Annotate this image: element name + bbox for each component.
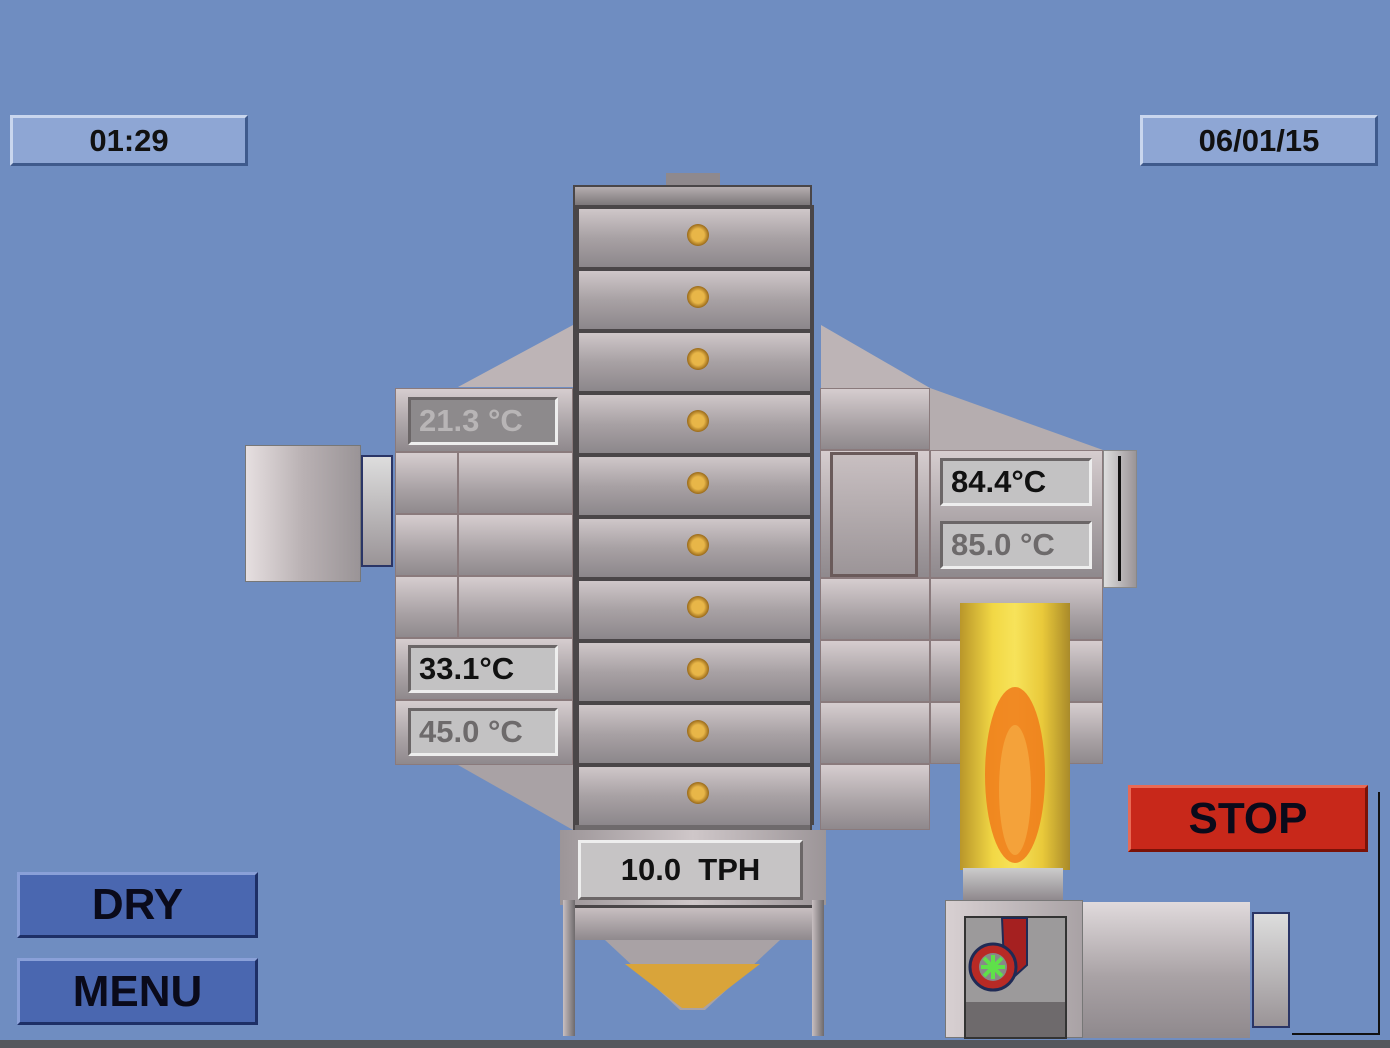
flame-icon — [985, 687, 1045, 863]
column-top-cap — [666, 173, 720, 185]
left-top-temperature: 21.3 °C — [408, 397, 558, 445]
left-leg — [563, 900, 575, 1036]
blower-fan-icon — [968, 917, 1028, 992]
left-actual-temperature: 33.1°C — [408, 645, 558, 693]
time-display: 01:29 — [10, 115, 248, 166]
right-plenum — [820, 388, 1103, 830]
right-plenum-hoods — [821, 325, 1103, 450]
grain-sensor-icon — [687, 596, 709, 618]
grain-sensor-icon — [687, 782, 709, 804]
right-collar — [1103, 450, 1137, 588]
motor-collar — [1252, 912, 1290, 1028]
corner-line-vertical — [1378, 792, 1380, 1035]
grain-sensor-icon — [687, 720, 709, 742]
right-leg — [812, 900, 824, 1036]
grain-sensor-icon — [687, 472, 709, 494]
dryer-column — [573, 185, 814, 835]
corner-line — [1292, 1033, 1380, 1035]
hopper-frame — [575, 905, 812, 940]
left-fan — [245, 445, 361, 582]
menu-button[interactable]: MENU — [17, 958, 258, 1025]
burner-motor — [1083, 902, 1250, 1038]
grain-sensor-icon — [687, 224, 709, 246]
grain-sensor-icon — [687, 410, 709, 432]
grain-sensor-icon — [687, 658, 709, 680]
bottom-border — [0, 1040, 1390, 1048]
date-display: 06/01/15 — [1140, 115, 1378, 166]
grain-sensor-icon — [687, 286, 709, 308]
burner-ring — [963, 868, 1063, 900]
right-actual-temperature: 84.4°C — [940, 458, 1092, 506]
dry-button[interactable]: DRY — [17, 872, 258, 938]
grain-sensor-icon — [687, 534, 709, 556]
right-setpoint-temperature[interactable]: 85.0 °C — [940, 521, 1092, 569]
left-plenum-hoods — [458, 325, 573, 830]
left-fan-collar — [361, 455, 393, 567]
stop-button[interactable]: STOP — [1128, 785, 1368, 852]
left-setpoint-temperature[interactable]: 45.0 °C — [408, 708, 558, 756]
throughput-display: 10.0 TPH — [578, 840, 803, 900]
grain-hopper — [605, 940, 780, 1010]
grain-sensor-icon — [687, 348, 709, 370]
